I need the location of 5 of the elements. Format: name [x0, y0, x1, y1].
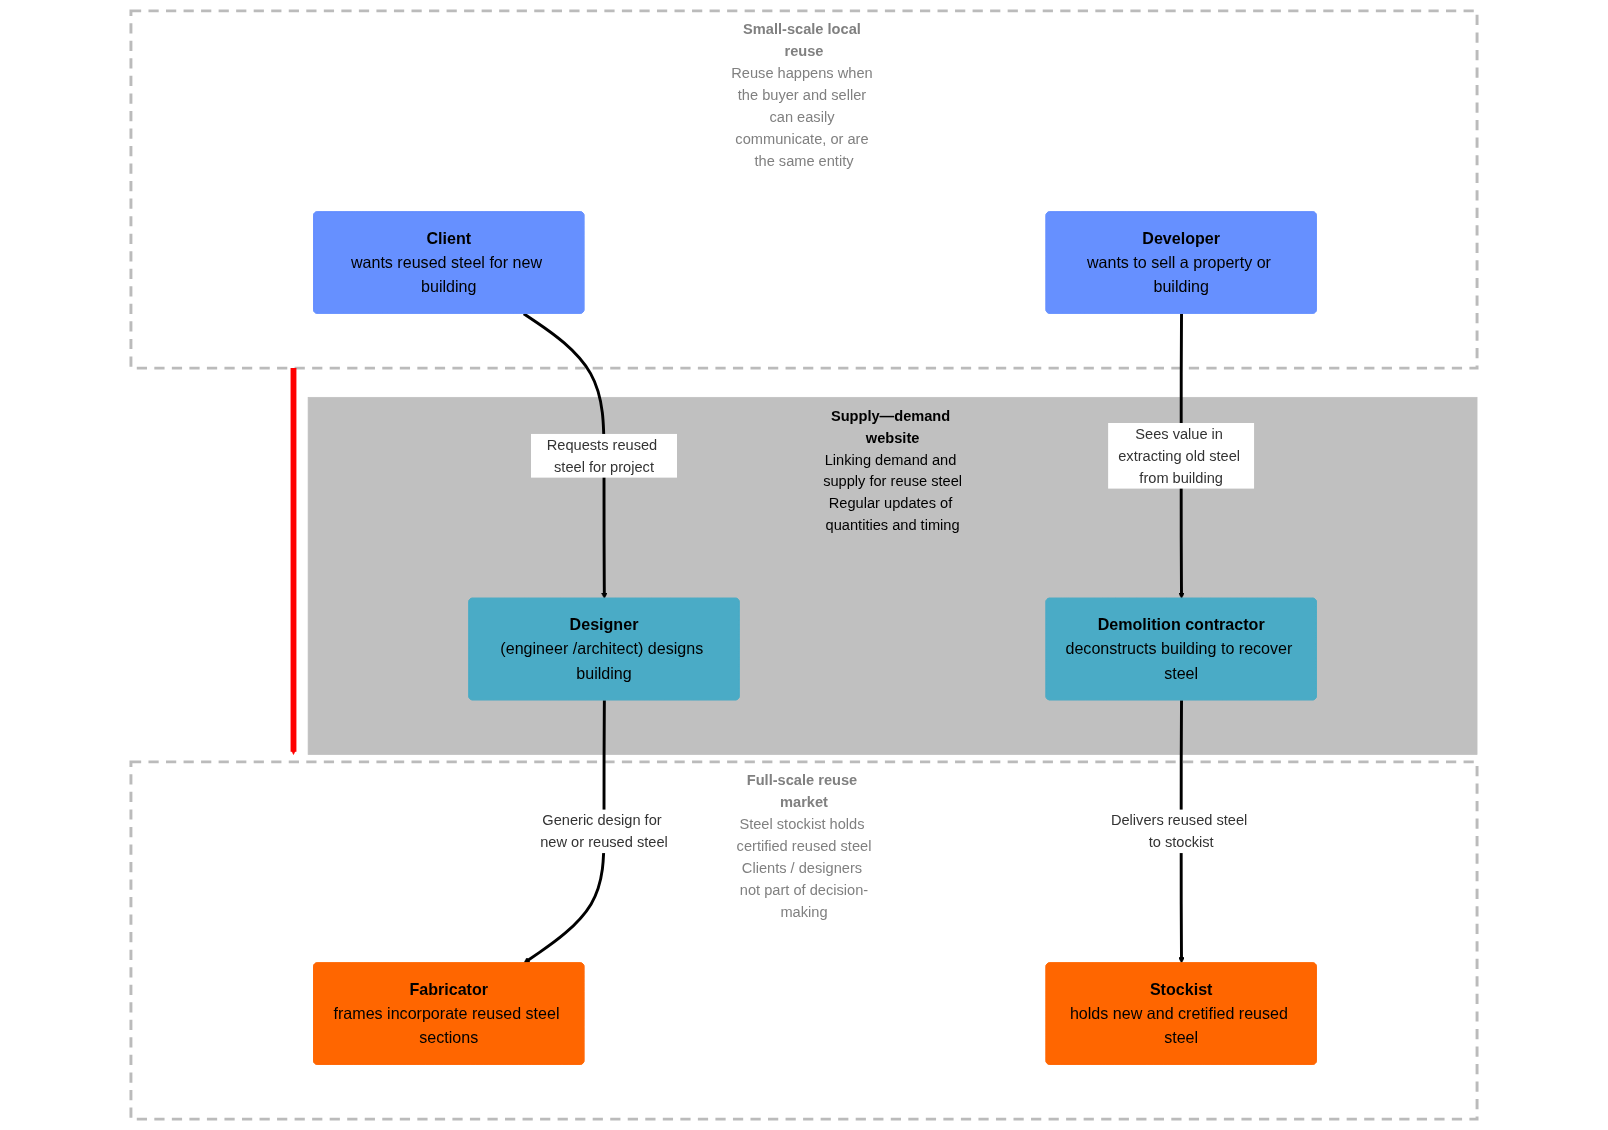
edge-label: Generic design for new or reused steel: [540, 812, 668, 851]
edge-label: Delivers reused steel to stockist: [1110, 812, 1248, 851]
edge-label: Requests reused steel for project: [546, 436, 658, 475]
arrow: [290, 368, 297, 755]
edge-label: Sees value in extracting old steel from building: [1118, 425, 1241, 486]
